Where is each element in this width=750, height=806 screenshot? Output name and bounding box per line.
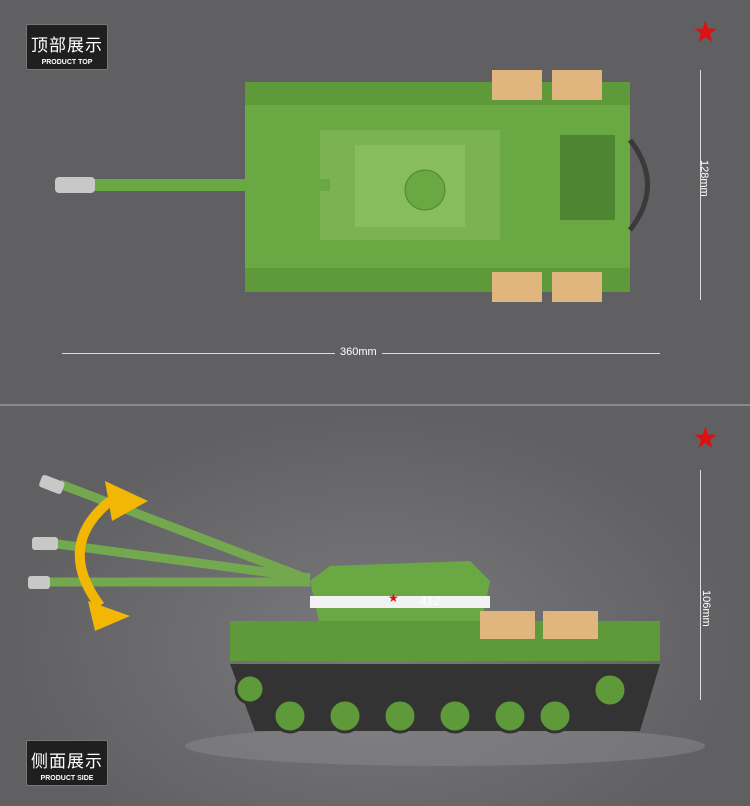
top-view-title-cn: 顶部展示 xyxy=(31,36,103,55)
length-dimension-label: 360mm xyxy=(335,346,382,358)
height-dimension-label: 106mm xyxy=(700,590,712,627)
height-dimension-line xyxy=(700,470,701,700)
red-star-icon: ★ xyxy=(692,422,719,455)
turret-star-icon: ★ xyxy=(388,591,399,605)
side-view-title-en: PRODUCT SIDE xyxy=(40,775,94,782)
tank-side-view xyxy=(28,474,705,766)
top-view-title-en: PRODUCT TOP xyxy=(41,59,93,66)
width-dimension-label: 128mm xyxy=(698,160,710,197)
tank-top-view xyxy=(55,70,650,302)
width-dimension-line xyxy=(700,70,701,300)
side-view-label: 侧面展示 PRODUCT SIDE xyxy=(26,740,108,786)
section-divider xyxy=(0,404,750,406)
top-view-label: 顶部展示 PRODUCT TOP xyxy=(26,24,108,70)
red-star-icon: ★ xyxy=(692,16,719,49)
side-view-title-cn: 侧面展示 xyxy=(31,752,103,771)
turret-number: 412 xyxy=(420,594,441,608)
